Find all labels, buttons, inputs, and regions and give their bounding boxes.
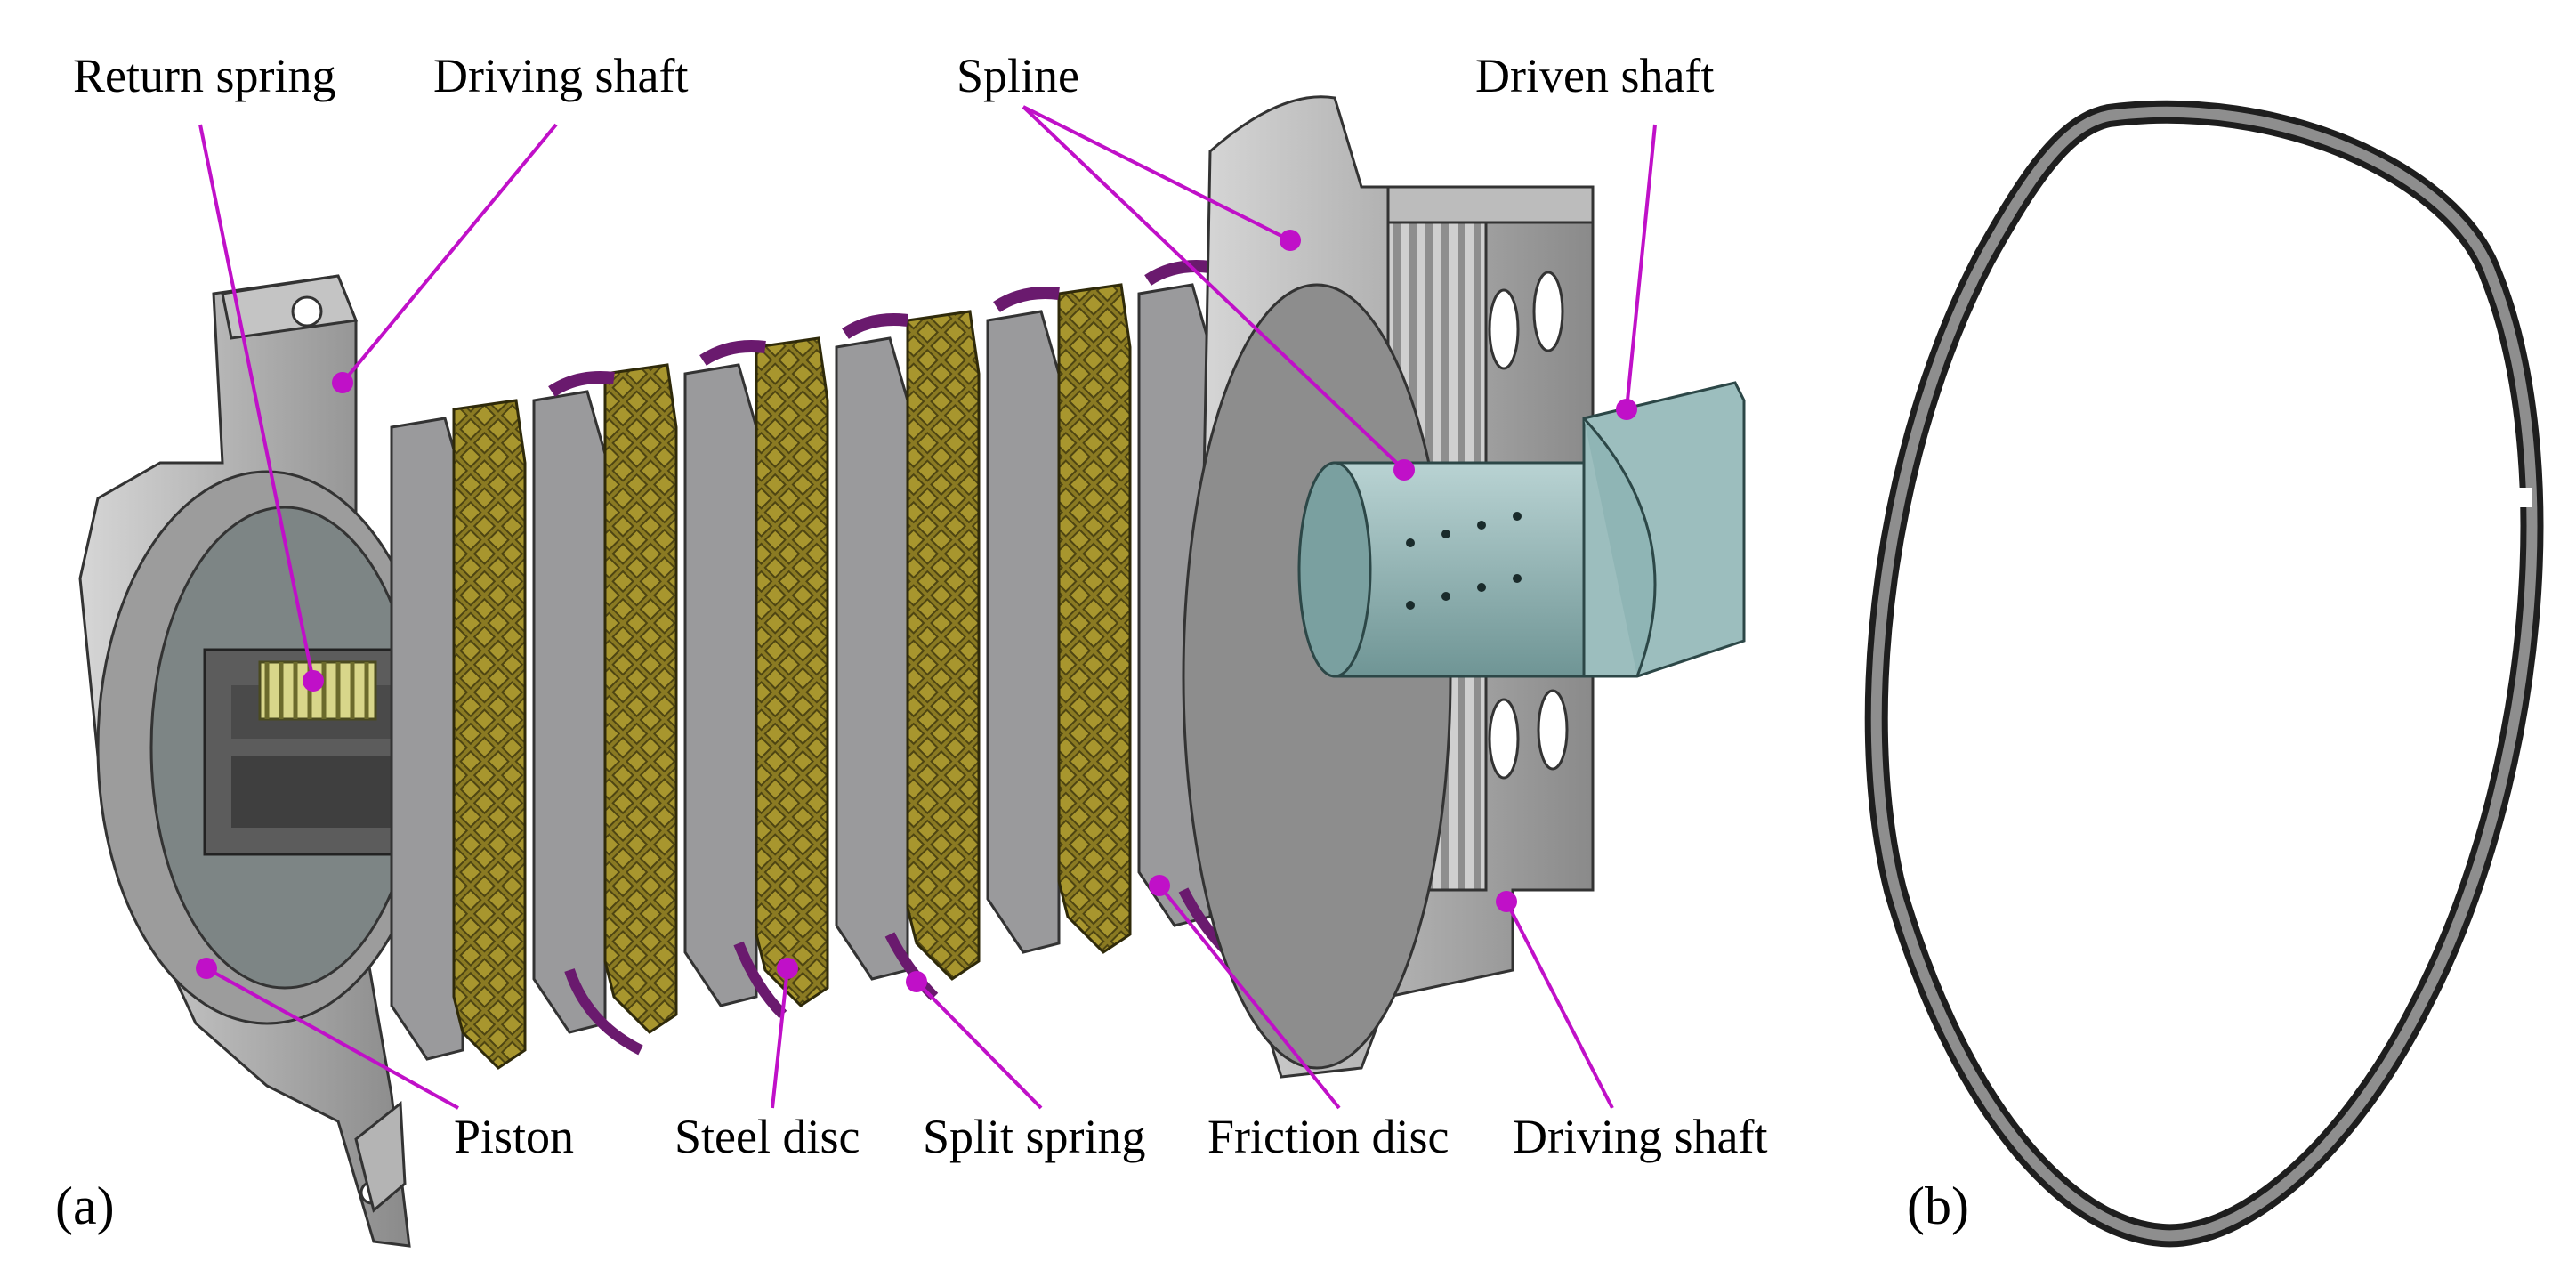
label-friction-disc: Friction disc	[1207, 1110, 1449, 1163]
label-split-spring: Split spring	[923, 1110, 1146, 1163]
ring-split-gap	[2518, 488, 2532, 507]
label-driving-shaft-top: Driving shaft	[433, 49, 688, 102]
driven-shaft	[1297, 381, 1746, 678]
label-driving-shaft-bottom: Driving shaft	[1513, 1110, 1767, 1163]
panel-label-a: (a)	[55, 1177, 115, 1235]
label-return-spring: Return spring	[73, 49, 335, 102]
label-piston: Piston	[454, 1110, 574, 1163]
label-spline: Spline	[957, 49, 1079, 102]
split-spring-ring	[1864, 100, 2544, 1248]
panel-label-b: (b)	[1907, 1177, 1969, 1235]
return-spring	[258, 660, 377, 721]
clutch-assembly	[78, 95, 1746, 1248]
label-driven-shaft: Driven shaft	[1475, 49, 1714, 102]
leader-lines	[196, 105, 1657, 1110]
label-steel-disc: Steel disc	[674, 1110, 860, 1163]
piston-housing	[78, 274, 438, 1248]
